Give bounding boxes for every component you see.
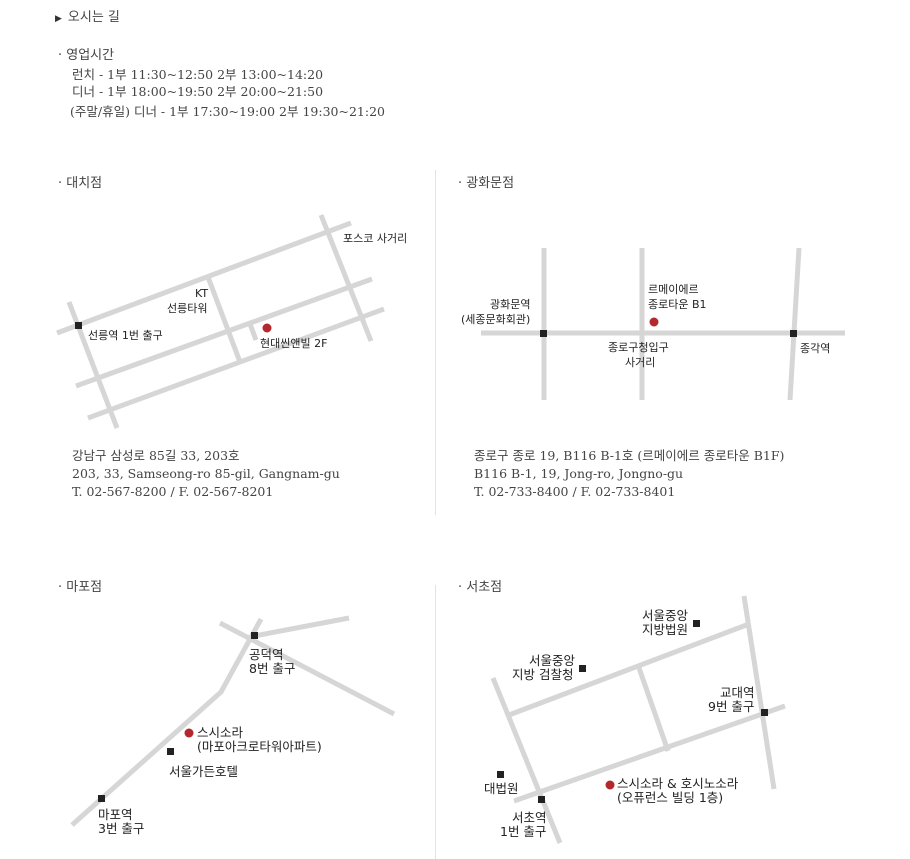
station-marker [761, 709, 768, 716]
address-line-phone: T. 02-733-8400 / F. 02-733-8401 [474, 484, 676, 499]
court-marker [693, 620, 700, 627]
prosecution-marker [579, 665, 586, 672]
branch-title-gwanghwamun: · 광화문점 [458, 176, 515, 191]
branch-title-mapo: · 마포점 [58, 580, 103, 595]
road [318, 214, 374, 342]
label-seocho-station: 서초역 [512, 810, 547, 825]
label-mapo-acro: (마포아크로타워아파트) [197, 739, 322, 754]
road [205, 276, 243, 363]
label-gongdeok: 공덕역 [249, 647, 284, 662]
label-gwanghwamun-station: 광화문역 [490, 298, 530, 311]
station-marker [790, 330, 797, 337]
address-line-phone: T. 02-567-8200 / F. 02-567-8201 [72, 484, 274, 499]
label-opulence-building: (오퓨런스 빌딩 1층) [617, 790, 723, 805]
station-marker [540, 330, 547, 337]
label-district-prosecution: 지방 검찰청 [512, 667, 573, 682]
hours-block: 런치 - 1부 11:30~12:50 2부 13:00~14:20 디너 - … [70, 66, 385, 120]
station-marker [75, 322, 82, 329]
label-hyundai: 현대씬앤빌 2F [260, 337, 327, 350]
label-seocho-exit: 1번 출구 [500, 824, 546, 839]
column-divider [435, 585, 436, 859]
label-sushisora: 스시소라 [197, 725, 244, 740]
section-header: ▶ 오시는 길 [55, 6, 120, 25]
road [787, 247, 802, 401]
label-jongno-gu-office: 종로구청입구 [608, 341, 669, 354]
column-divider [435, 170, 436, 515]
supreme-court-marker [497, 771, 504, 778]
label-posco: 포스코 사거리 [343, 232, 407, 245]
address-daechi: 강남구 삼성로 85길 33, 203호 203, 33, Samseong-r… [72, 447, 340, 501]
section-header-title: 오시는 길 [67, 10, 120, 25]
address-line-korean: 강남구 삼성로 85길 33, 203호 [72, 448, 240, 463]
label-mapo-exit: 3번 출구 [98, 821, 144, 836]
station-marker [538, 796, 545, 803]
address-line-english: 203, 33, Samseong-ro 85-gil, Gangnam-gu [72, 466, 340, 481]
station-marker [251, 632, 258, 639]
triangle-right-icon: ▶ [55, 14, 62, 24]
map-gwanghwamun: 광화문역 (세종문화회관) 르메이에르 종로타운 B1 종로구청입구 사거리 종… [461, 247, 845, 401]
label-gyodae: 교대역 [720, 685, 755, 700]
label-gongdeok-exit: 8번 출구 [249, 661, 295, 676]
road [70, 617, 264, 827]
label-kt-tower: 선릉타워 [167, 302, 207, 315]
label-jonggak: 종각역 [800, 342, 830, 355]
map-seocho: 서울중앙 지방법원 서울중앙 지방 검찰청 교대역 9번 출구 대법원 스시소라… [484, 595, 786, 844]
label-intersection: 사거리 [625, 356, 655, 369]
road [253, 615, 350, 639]
branch-title-seocho: · 서초점 [458, 580, 503, 595]
label-sejong-center: (세종문화회관) [461, 313, 530, 326]
hours-weekend: (주말/휴일) 디너 - 1부 17:30~19:00 2부 19:30~21:… [70, 104, 385, 119]
hours-dinner: 디너 - 1부 18:00~19:50 2부 20:00~21:50 [72, 84, 324, 99]
road [513, 703, 786, 804]
label-kt: KT [195, 287, 208, 300]
road [87, 306, 385, 421]
label-supreme-court: 대법원 [484, 781, 519, 796]
address-gwanghwamun: 종로구 종로 19, B116 B-1호 (르메이에르 종로타운 B1F) B1… [474, 447, 784, 501]
label-gyodae-exit: 9번 출구 [708, 699, 754, 714]
station-marker [98, 795, 105, 802]
road [75, 276, 373, 389]
location-pin-icon [262, 323, 272, 333]
map-daechi: 포스코 사거리 KT 선릉타워 선릉역 1번 출구 현대씬앤빌 2F [56, 214, 407, 429]
label-district-court: 지방법원 [642, 622, 688, 637]
label-lemeilleur: 르메이에르 [648, 283, 699, 296]
road [56, 220, 352, 336]
label-jongno-town: 종로타운 B1 [648, 298, 707, 311]
branch-title-daechi: · 대치점 [58, 176, 103, 191]
road [508, 621, 750, 718]
address-line-korean: 종로구 종로 19, B116 B-1호 (르메이에르 종로타운 B1F) [474, 448, 785, 463]
hours-title: · 영업시간 [58, 48, 115, 63]
location-pin-icon [184, 728, 194, 738]
label-sushisora-hoshino: 스시소라 & 호시노소라 [617, 776, 739, 791]
road [741, 595, 777, 790]
label-prosecution: 서울중앙 [529, 653, 576, 668]
hotel-marker [167, 748, 174, 755]
map-mapo: 공덕역 8번 출구 스시소라 (마포아크로타워아파트) 서울가든호텔 마포역 3… [70, 615, 396, 836]
road [247, 323, 259, 341]
road [635, 664, 671, 752]
address-line-english: B116 B-1, 19, Jong-ro, Jongno-gu [474, 466, 684, 481]
label-seoul-garden-hotel: 서울가든호텔 [169, 764, 238, 779]
road [490, 677, 563, 844]
label-mapo-station: 마포역 [98, 807, 133, 822]
label-court: 서울중앙 [642, 608, 689, 623]
label-seolleung-exit: 선릉역 1번 출구 [88, 329, 163, 342]
location-pin-icon [605, 780, 615, 790]
hours-lunch: 런치 - 1부 11:30~12:50 2부 13:00~14:20 [72, 67, 324, 82]
road [218, 620, 396, 717]
location-pin-icon [649, 317, 659, 327]
